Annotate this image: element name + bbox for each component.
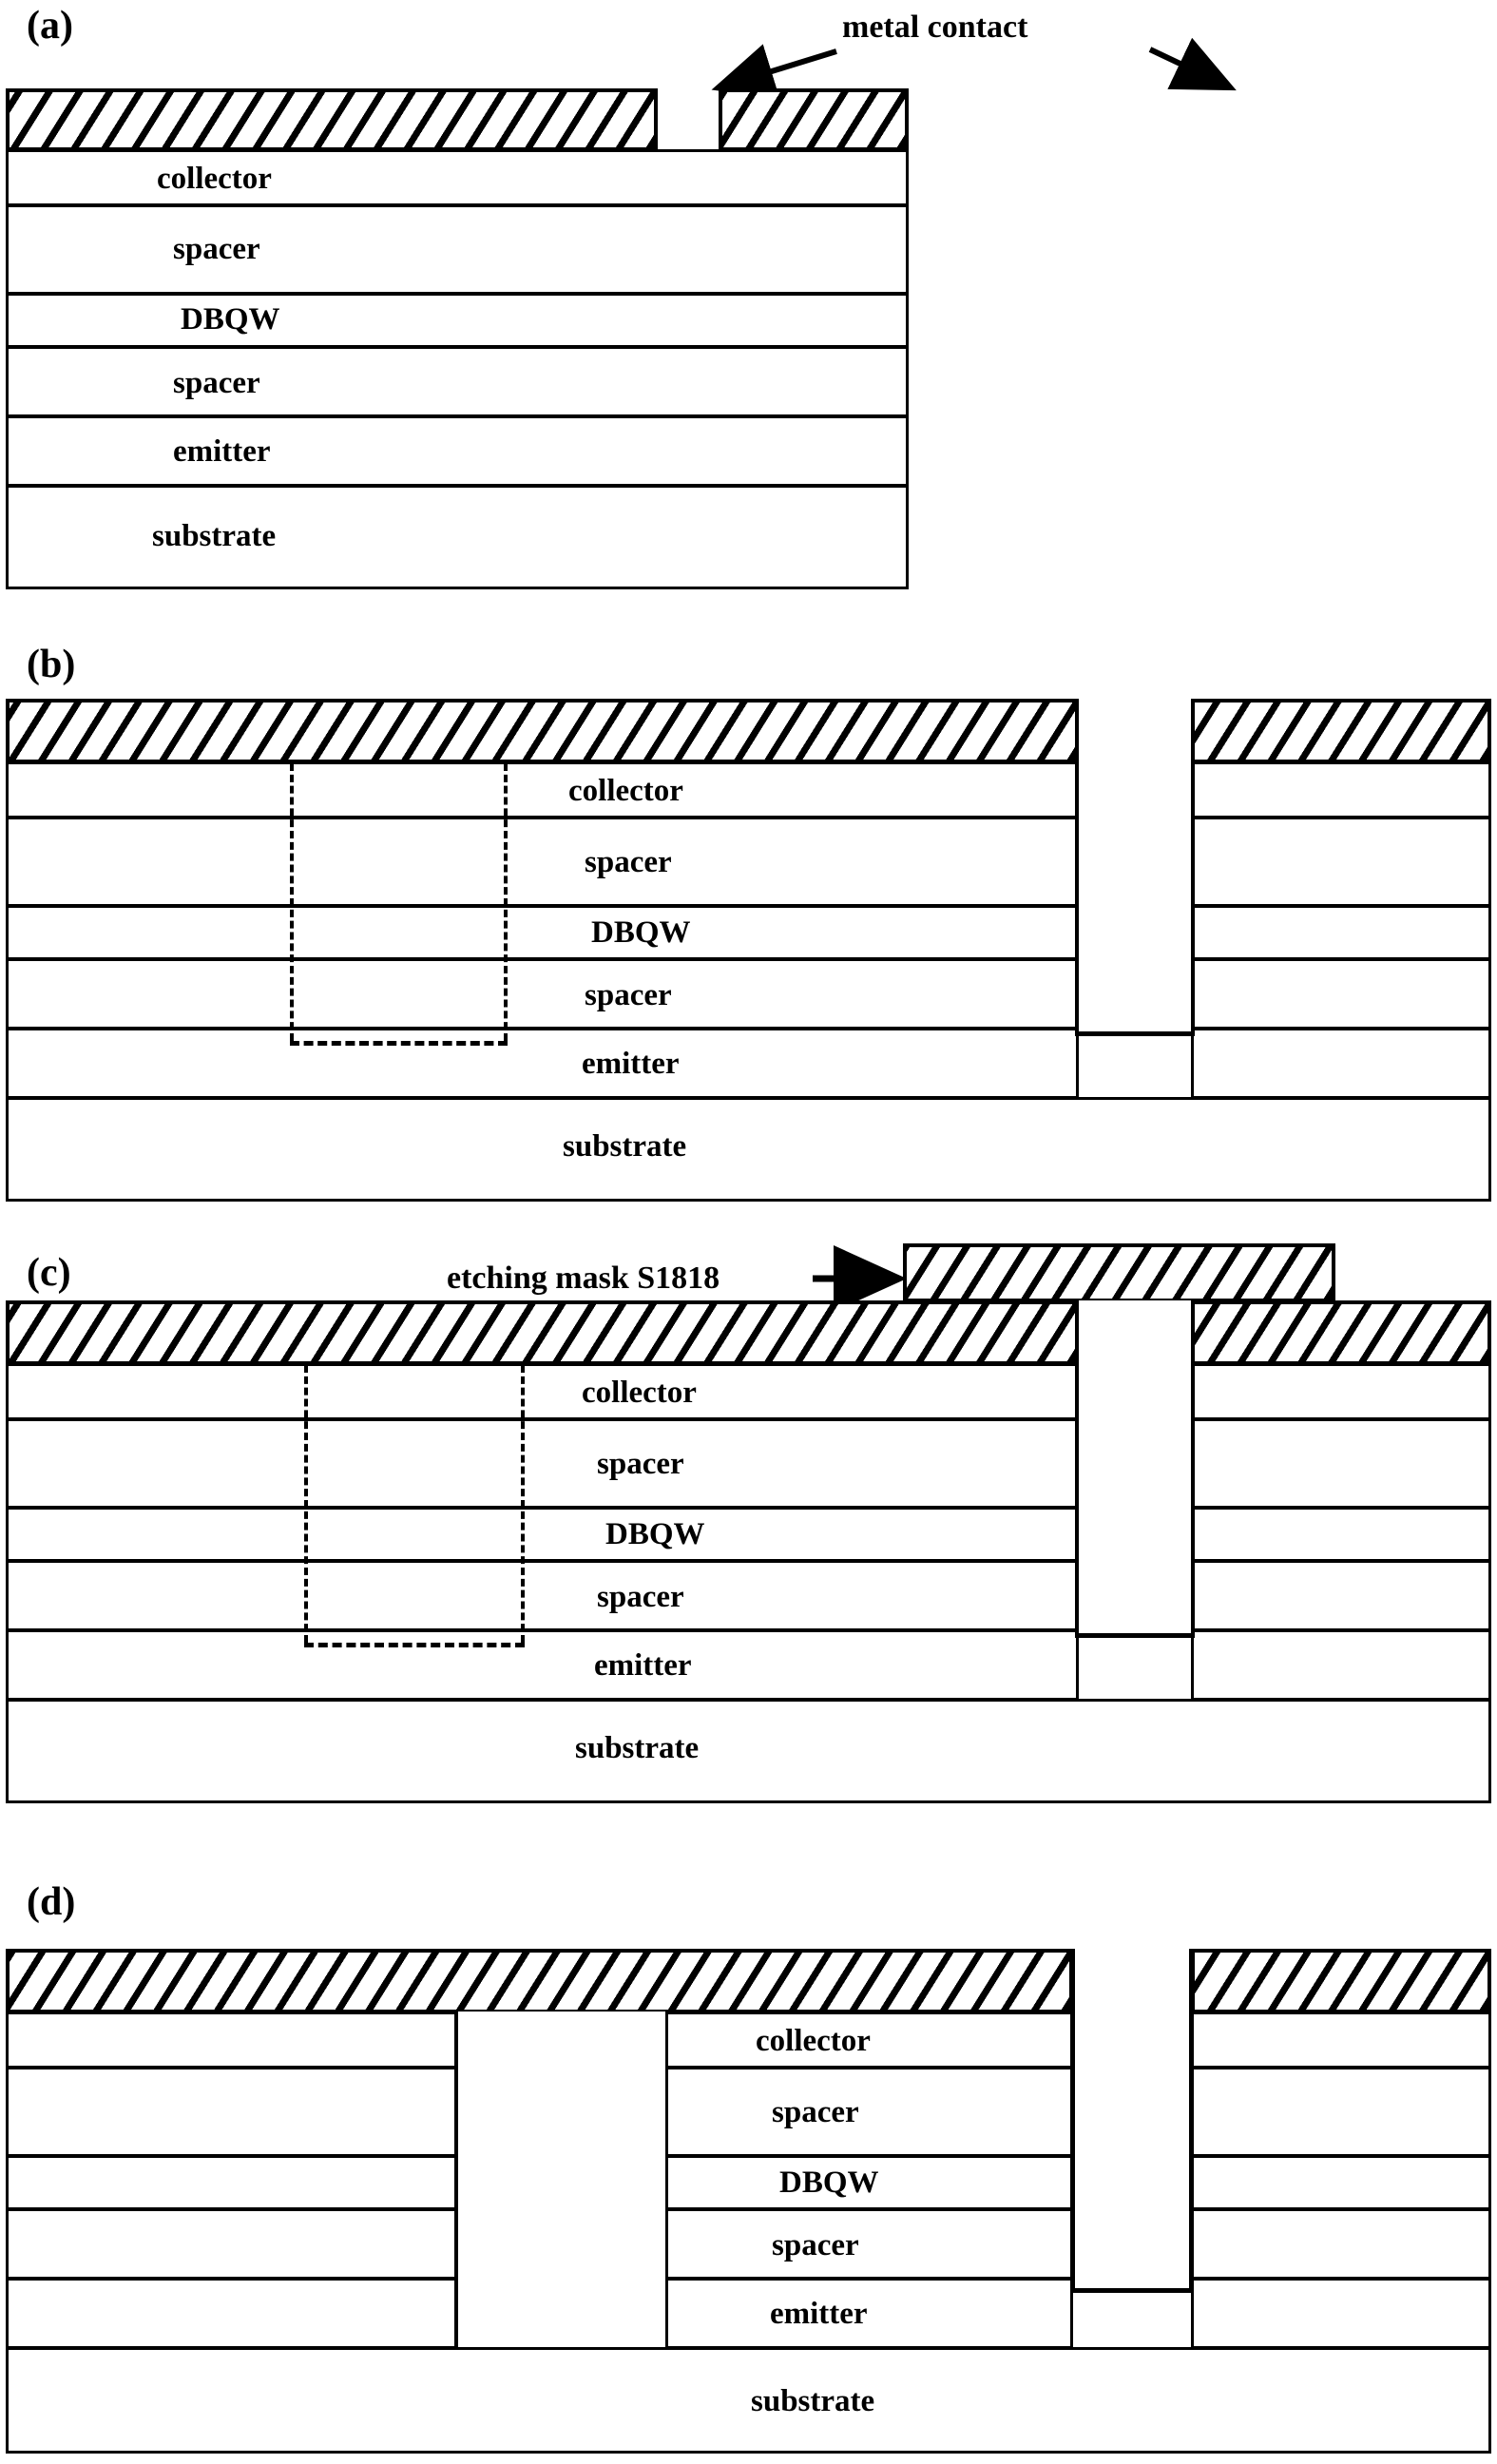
metal-contact-left <box>6 1949 1073 2013</box>
layer-substrate <box>6 2347 1491 2454</box>
layer-emitter-label: emitter <box>770 2297 868 2331</box>
layer-substrate <box>6 485 909 589</box>
panel-a-label: (a) <box>27 4 73 48</box>
metal-contact-left <box>6 1300 1079 1365</box>
layer-dbqw-right <box>1191 1507 1491 1562</box>
metal-contact-right <box>719 88 909 151</box>
layer-spacer-lower <box>6 346 909 417</box>
layer-collector-right <box>1191 2012 1491 2069</box>
layer-dbqw-far-left <box>6 2155 458 2210</box>
layer-substrate-label: substrate <box>152 519 277 553</box>
layer-collector <box>6 149 909 206</box>
etching-mask-arrow <box>813 1245 907 1312</box>
mesa-outline-right <box>521 1365 525 1643</box>
layer-spacer-upper-left <box>6 1418 1079 1509</box>
layer-substrate-label: substrate <box>751 2384 875 2418</box>
layer-spacer-upper-mesa <box>665 2067 1073 2157</box>
layer-dbqw-label: DBQW <box>779 2166 879 2200</box>
layer-spacer-upper-far-left <box>6 2067 458 2157</box>
panel-a: (a) metal contact collector spacer DBQW … <box>0 0 1497 608</box>
metal-contact-left <box>6 88 658 151</box>
layer-dbqw-right <box>1191 905 1491 960</box>
layer-spacer-lower-left <box>6 958 1079 1030</box>
layer-spacer-upper-label: spacer <box>772 2095 859 2129</box>
layer-spacer-upper-right <box>1191 2067 1491 2157</box>
panel-c: (c) etching mask S1818 <box>0 1217 1497 1844</box>
layer-dbqw-label: DBQW <box>181 302 280 337</box>
layer-spacer-lower-label: spacer <box>173 366 260 400</box>
mesa-outline-left <box>304 1365 308 1643</box>
layer-spacer-upper-label: spacer <box>597 1447 684 1481</box>
layer-collector-left <box>6 761 1079 818</box>
layer-spacer-lower-right <box>1191 2208 1491 2280</box>
panel-d-label: (d) <box>27 1880 76 1924</box>
layer-dbqw-left <box>6 1507 1079 1562</box>
layer-collector-label: collector <box>157 162 272 196</box>
layer-substrate-label: substrate <box>575 1731 700 1765</box>
layer-substrate <box>6 1097 1491 1202</box>
metal-contact-arrows <box>711 37 1237 99</box>
etched-trench <box>1071 1949 1193 2293</box>
layer-emitter-left <box>6 1028 1079 1099</box>
layer-emitter-label: emitter <box>173 434 271 469</box>
layer-emitter-label: emitter <box>582 1047 680 1081</box>
layer-emitter-right <box>1191 2278 1491 2349</box>
layer-spacer-lower-left <box>6 1560 1079 1631</box>
layer-emitter-mesa <box>665 2278 1073 2349</box>
layer-spacer-upper-right <box>1191 817 1491 907</box>
layer-dbqw <box>6 293 909 348</box>
etching-mask-block <box>903 1243 1335 1302</box>
panel-c-label: (c) <box>27 1251 71 1295</box>
etched-trench <box>1075 699 1195 1036</box>
layer-spacer-upper-right <box>1191 1418 1491 1509</box>
metal-contact-left <box>6 699 1079 763</box>
mesa-outline-right <box>504 763 508 1041</box>
layer-dbqw-label: DBQW <box>605 1517 705 1551</box>
layer-spacer-lower-label: spacer <box>772 2228 859 2262</box>
layer-emitter-left <box>6 1629 1079 1701</box>
layer-emitter-right <box>1191 1629 1491 1701</box>
layer-dbqw-right <box>1191 2155 1491 2210</box>
layer-collector-label: collector <box>582 1376 697 1410</box>
layer-emitter <box>6 415 909 487</box>
layer-collector-right <box>1191 1363 1491 1420</box>
layer-emitter-right <box>1191 1028 1491 1099</box>
layer-emitter-far-left <box>6 2278 458 2349</box>
layer-dbqw-label: DBQW <box>591 915 691 950</box>
metal-contact-right <box>1191 699 1491 763</box>
layer-collector-right <box>1191 761 1491 818</box>
mesa-outline-left <box>290 763 294 1041</box>
layer-dbqw-left <box>6 905 1079 960</box>
layer-spacer-lower-far-left <box>6 2208 458 2280</box>
metal-contact-right <box>1191 1300 1491 1365</box>
layer-emitter-label: emitter <box>594 1648 692 1683</box>
layer-collector-label: collector <box>756 2024 871 2058</box>
layer-spacer-lower-right <box>1191 958 1491 1030</box>
panel-b-label: (b) <box>27 643 76 686</box>
panel-b: (b) collector spacer DBQW spacer emitter <box>0 608 1497 1217</box>
etched-trench <box>1075 1300 1195 1638</box>
layer-spacer-upper-label: spacer <box>585 845 672 879</box>
layer-collector-far-left <box>6 2012 458 2069</box>
isolation-gap <box>454 2012 669 2351</box>
layer-spacer-upper-label: spacer <box>173 232 260 266</box>
layer-spacer-upper <box>6 204 909 295</box>
layer-substrate-label: substrate <box>563 1129 687 1164</box>
layer-spacer-upper-left <box>6 817 1079 907</box>
metal-contact-right <box>1191 1949 1491 2013</box>
panel-d: (d) collector spacer DBQW s <box>0 1844 1497 2464</box>
mesa-outline-bottom <box>304 1643 525 1647</box>
layer-collector-left <box>6 1363 1079 1420</box>
layer-substrate <box>6 1699 1491 1803</box>
metal-contact-annotation: metal contact <box>842 10 1028 45</box>
layer-spacer-lower-right <box>1191 1560 1491 1631</box>
layer-collector-label: collector <box>568 774 683 808</box>
etching-mask-annotation: etching mask S1818 <box>447 1261 720 1296</box>
mesa-outline-bottom <box>290 1041 508 1046</box>
layer-spacer-lower-label: spacer <box>585 978 672 1012</box>
layer-spacer-lower-mesa <box>665 2208 1073 2280</box>
layer-spacer-lower-label: spacer <box>597 1580 684 1614</box>
